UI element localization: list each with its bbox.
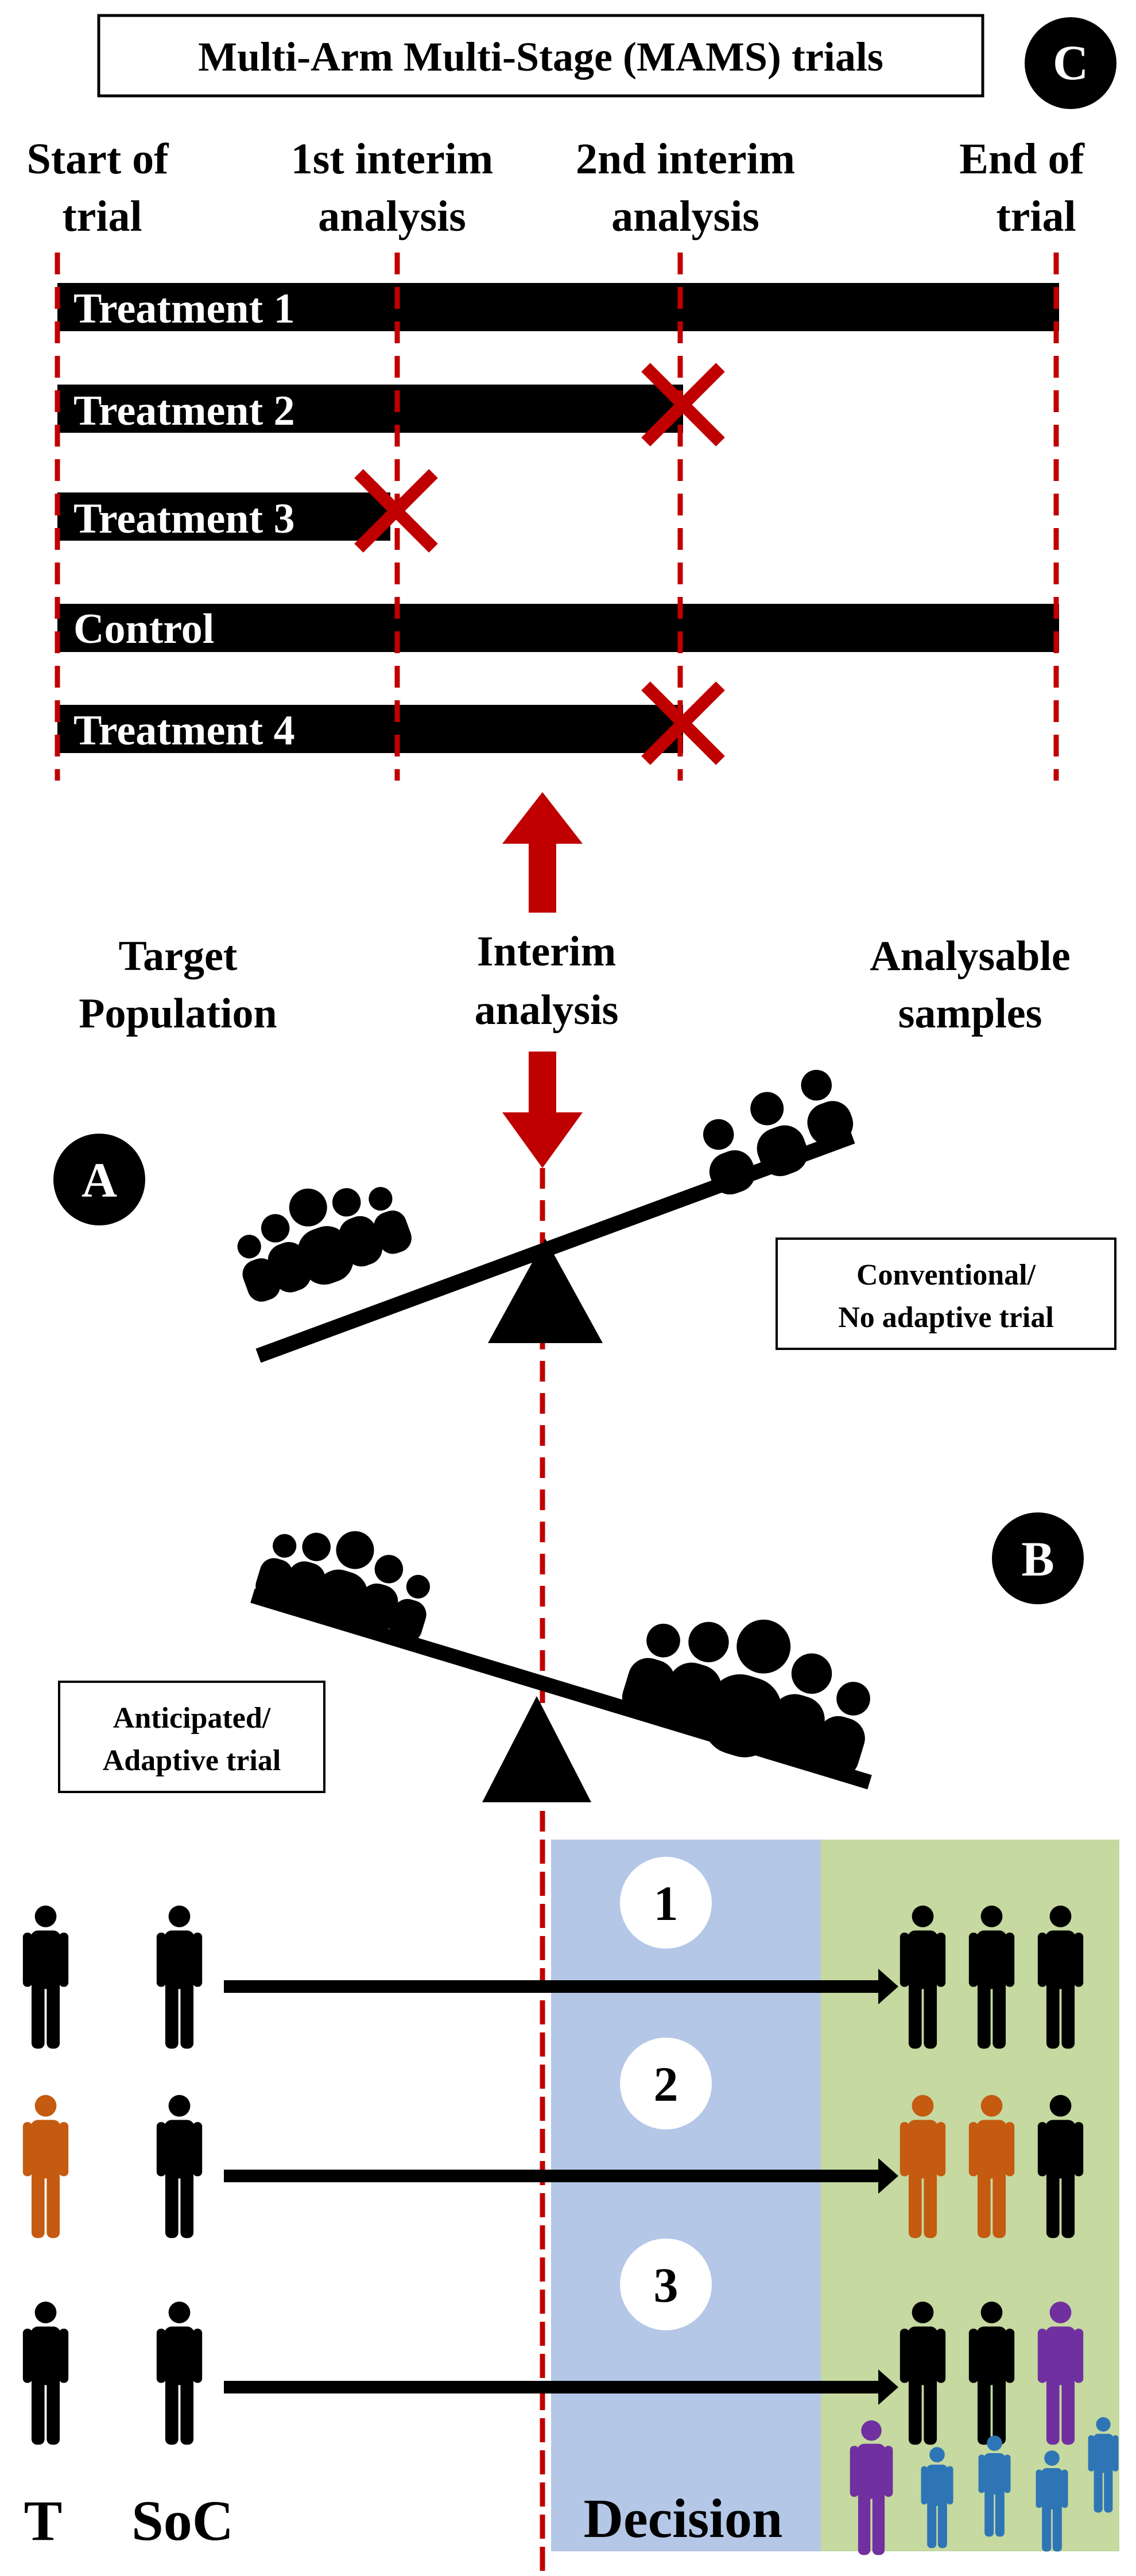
soc-label: SoC: [131, 2489, 234, 2552]
arm-bar-treatment-4: [57, 705, 683, 753]
arrow-down-icon: [502, 1052, 583, 1168]
middle-labels: Target Population Interim analysis Analy…: [79, 928, 1070, 1037]
arm-labels: Treatment 1 Treatment 2 Treatment 3 Cont…: [73, 285, 295, 754]
person-icon: [22, 1905, 69, 2049]
analysable-samples-line2: samples: [898, 990, 1042, 1037]
number-circle-1: [620, 1857, 712, 1949]
decision-panel: [551, 1840, 821, 2551]
person-icon: [22, 2094, 69, 2239]
panel-c-badge-label: C: [1053, 35, 1088, 90]
header-end-line2: trial: [996, 192, 1076, 240]
panel-b-badge-label: B: [1021, 1531, 1054, 1586]
panel-b-badge: [992, 1512, 1084, 1604]
seesaw-icon: [250, 1588, 872, 1802]
arm-label-treatment-3: Treatment 3: [73, 495, 295, 542]
row-arrows: [224, 1969, 898, 2405]
interim-analysis-line2: analysis: [475, 987, 619, 1034]
arm-label-treatment-4: Treatment 4: [73, 707, 295, 754]
conventional-line1: Conventional/: [856, 1259, 1036, 1291]
person-icon: [22, 2301, 69, 2445]
number-3: 3: [654, 2257, 679, 2313]
crowd-icon: [614, 1585, 891, 1791]
crowd-icon: [688, 1063, 863, 1200]
person-icon: [156, 2301, 203, 2445]
mams-title: Multi-Arm Multi-Stage (MAMS) trials: [198, 34, 883, 80]
conventional-box: [776, 1237, 1116, 1350]
cross-icon: [354, 469, 438, 553]
header-end-line1: End of: [959, 135, 1085, 183]
header-start-line1: Start of: [27, 135, 170, 183]
target-population-line1: Target: [119, 933, 238, 980]
number-circle-3: [620, 2239, 712, 2330]
person-icon: [156, 2094, 203, 2239]
cross-icon: [641, 363, 725, 447]
left-people: [22, 1905, 203, 2445]
timeline-dividers: [55, 253, 1059, 781]
header-interim1-line1: 1st interim: [291, 135, 493, 183]
header-start-line2: trial: [62, 192, 142, 240]
cross-icon: [641, 681, 725, 765]
number-circle-2: [620, 2038, 712, 2129]
arrow-right-icon: [224, 2158, 898, 2194]
panel-a-badge-label: A: [82, 1153, 117, 1208]
arm-label-treatment-2: Treatment 2: [73, 387, 295, 434]
analysable-samples-line1: Analysable: [870, 933, 1071, 980]
panel-a-badge: [53, 1134, 145, 1225]
header-interim2-line1: 2nd interim: [576, 135, 795, 183]
adaptive-box: [58, 1681, 325, 1793]
arm-bar-treatment-2: [57, 385, 683, 433]
arm-label-treatment-1: Treatment 1: [73, 285, 295, 332]
t-label: T: [24, 2489, 63, 2552]
interim-analysis-line1: Interim: [477, 928, 617, 975]
decision-label: Decision: [584, 2488, 783, 2549]
arm-bar-treatment-3: [57, 492, 390, 541]
number-2: 2: [654, 2057, 679, 2112]
header-interim1-line2: analysis: [318, 192, 466, 240]
panel-c-badge: [1025, 17, 1116, 109]
arm-bars: [57, 283, 1059, 753]
arrow-up-icon: [502, 792, 583, 913]
timeline-headers: Start of trial 1st interim analysis 2nd …: [27, 135, 1085, 240]
arm-bar-control: [57, 604, 1059, 652]
adaptive-line2: Adaptive trial: [103, 1744, 281, 1777]
row-numbers: 1 2 3: [620, 1857, 712, 2330]
arm-label-control: Control: [73, 606, 214, 653]
arrow-right-icon: [224, 2369, 898, 2405]
arm-bar-treatment-1: [57, 283, 1059, 331]
target-population-line2: Population: [79, 990, 277, 1037]
person-icon: [156, 1905, 203, 2049]
header-interim2-line2: analysis: [611, 192, 759, 240]
crowd-icon: [221, 1159, 418, 1312]
conventional-line2: No adaptive trial: [838, 1301, 1054, 1334]
mams-title-box: [97, 14, 984, 98]
arrow-right-icon: [224, 1969, 898, 2004]
adaptive-line1: Anticipated/: [113, 1702, 271, 1735]
number-1: 1: [654, 1876, 679, 1931]
